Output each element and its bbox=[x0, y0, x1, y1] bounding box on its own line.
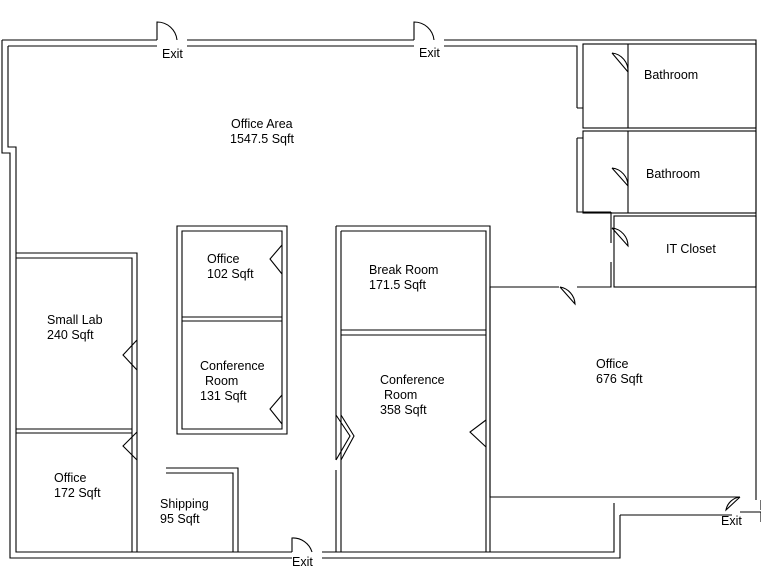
office-676-name: Office bbox=[596, 357, 628, 371]
office-172-size: 172 Sqft bbox=[54, 486, 101, 500]
small-lab-name: Small Lab bbox=[47, 313, 103, 327]
exit-label-bottom-right: Exit bbox=[721, 514, 742, 528]
left-rooms bbox=[16, 252, 138, 552]
it-closet-name: IT Closet bbox=[666, 242, 716, 256]
office-area-size: 1547.5 Sqft bbox=[230, 132, 294, 146]
bathroom-walls bbox=[582, 43, 757, 288]
conference-358-size: 358 Sqft bbox=[380, 403, 427, 417]
shipping-walls bbox=[166, 467, 239, 552]
bathroom-2-name: Bathroom bbox=[646, 167, 700, 181]
central-right-block bbox=[335, 225, 491, 552]
central-left-block bbox=[176, 225, 288, 435]
office-102-name: Office bbox=[207, 252, 239, 266]
exterior-walls bbox=[1, 39, 761, 559]
conference-131-name: Conference bbox=[200, 359, 265, 373]
doors bbox=[122, 21, 741, 553]
exit-label-top-left: Exit bbox=[162, 47, 183, 61]
office-172-name: Office bbox=[54, 471, 86, 485]
exit-label-top-center: Exit bbox=[419, 46, 440, 60]
conference-131-size: 131 Sqft bbox=[200, 389, 247, 403]
break-room-size: 171.5 Sqft bbox=[369, 278, 427, 292]
office-676-size: 676 Sqft bbox=[596, 372, 643, 386]
break-room-name: Break Room bbox=[369, 263, 438, 277]
office-area-name: Office Area bbox=[231, 117, 293, 131]
conference-131-name2: Room bbox=[205, 374, 238, 388]
conference-358-name: Conference bbox=[380, 373, 445, 387]
shipping-name: Shipping bbox=[160, 497, 209, 511]
exit-label-bottom: Exit bbox=[292, 555, 313, 569]
partitions bbox=[577, 107, 583, 139]
conference-358-name2: Room bbox=[384, 388, 417, 402]
office-102-size: 102 Sqft bbox=[207, 267, 254, 281]
bathroom-1-name: Bathroom bbox=[644, 68, 698, 82]
shipping-size: 95 Sqft bbox=[160, 512, 200, 526]
small-lab-size: 240 Sqft bbox=[47, 328, 94, 342]
